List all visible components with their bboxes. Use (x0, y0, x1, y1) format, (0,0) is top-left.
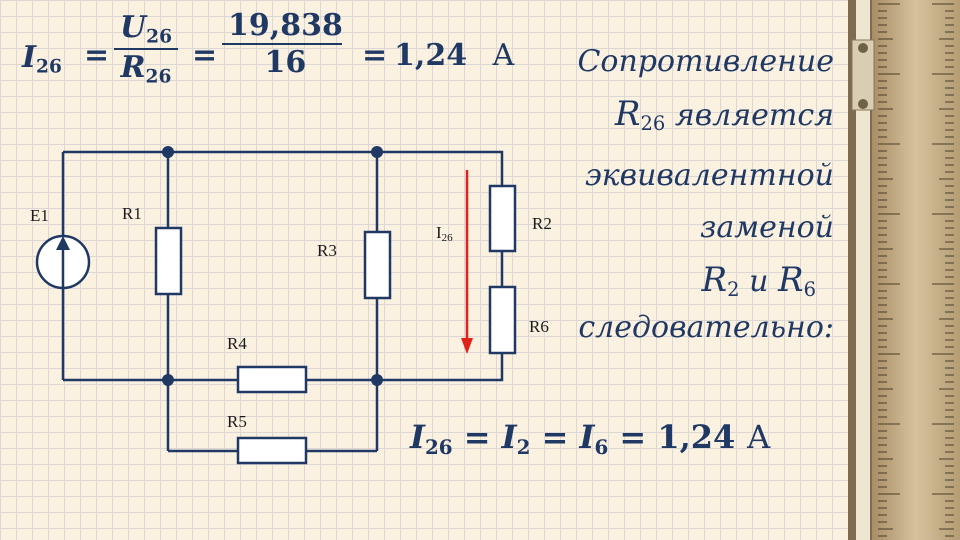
formula-currents-equal: I26 = I2 = I6 = 1,24 А (410, 418, 771, 459)
var-i: I (579, 418, 595, 456)
explanation-line-6: следовательно: (578, 309, 834, 345)
equals-sign: = (619, 418, 647, 456)
circuit-wires (61, 150, 504, 453)
source-arrow-icon (56, 236, 70, 250)
text-and: и (749, 263, 769, 299)
resistor-r6 (488, 285, 517, 355)
label-i26: I26 (436, 223, 453, 244)
label-r2: R2 (532, 214, 552, 233)
unit-ampere: А (492, 38, 515, 73)
sub-2: 2 (516, 434, 531, 459)
node-dot (371, 146, 383, 158)
fraction-bar (114, 47, 179, 50)
result-value: 1,24 (657, 418, 736, 456)
equals-sign: = (84, 38, 110, 73)
explanation-text: Сопротивление R26 является эквивалентной… (577, 36, 834, 345)
equals-sign: = (192, 38, 218, 73)
equals-sign: = (362, 38, 388, 73)
label-e1: E1 (30, 206, 49, 225)
node-dot (371, 374, 383, 386)
explanation-line-5: R2 и R6 (577, 254, 816, 316)
wire-top (63, 150, 504, 186)
sub-6: 6 (594, 434, 609, 459)
var-i: I (22, 40, 37, 75)
var-u: U (120, 10, 147, 45)
equals-sign: = (541, 418, 569, 456)
explanation-line-2: R26 является (577, 88, 834, 150)
arrow-head-icon (461, 338, 473, 354)
sub-26: 26 (36, 56, 62, 78)
label-r1: R1 (122, 204, 142, 223)
var-i: I (501, 418, 517, 456)
result-value: 1,24 (394, 38, 468, 73)
ruler-ticks (878, 3, 954, 537)
text-is: является (674, 98, 834, 133)
var-i: I (410, 418, 425, 456)
circuit-nodes (162, 146, 383, 386)
numerator-voltage: 19,838 (228, 8, 343, 43)
label-r6: R6 (529, 317, 549, 336)
ruler-decoration (848, 0, 960, 540)
formula-current-i26: I26 = U26 R26 = 19,838 16 = 1,24 А (22, 8, 532, 100)
label-r4: R4 (227, 334, 247, 353)
resistors (154, 184, 517, 465)
resistor-r5 (236, 436, 308, 465)
wire-bottom-right (306, 353, 504, 382)
fraction-u-over-r: U26 R26 (114, 10, 179, 88)
unit-ampere: А (746, 418, 771, 456)
label-i26-var: I (436, 223, 442, 242)
sub-6: 6 (803, 277, 816, 301)
denominator-resistance: 16 (264, 45, 307, 80)
label-i26-sub: 26 (442, 232, 454, 244)
var-r26: R (614, 94, 641, 134)
var-r: R (120, 49, 146, 85)
screw-icon (858, 99, 868, 109)
var-r2: R (701, 259, 728, 300)
explanation-line-4: заменой (699, 209, 834, 245)
var-r6: R (777, 259, 804, 300)
sub-26: 26 (640, 111, 666, 135)
label-r5: R5 (227, 412, 247, 431)
current-arrow-i26 (461, 170, 473, 354)
explanation-line-3: эквивалентной (584, 157, 834, 193)
label-r3: R3 (317, 241, 337, 260)
resistor-r1 (154, 226, 183, 296)
node-dot (162, 374, 174, 386)
sub-26: 26 (424, 434, 453, 459)
node-dot (162, 146, 174, 158)
resistor-r4 (236, 365, 308, 394)
sub-2: 2 (727, 277, 740, 301)
resistor-r2 (488, 184, 517, 253)
sub-26: 26 (145, 66, 172, 88)
voltage-source-e1 (35, 234, 91, 290)
ruler-slider (856, 0, 870, 540)
explanation-line-1: Сопротивление (577, 44, 834, 79)
fraction-numeric: 19,838 16 (222, 8, 349, 80)
fraction-bar (222, 43, 342, 45)
equals-sign: = (463, 418, 491, 456)
resistor-r3 (363, 230, 392, 300)
sub-26: 26 (146, 26, 173, 48)
ruler-clamp (851, 39, 875, 111)
screw-icon (858, 43, 868, 53)
